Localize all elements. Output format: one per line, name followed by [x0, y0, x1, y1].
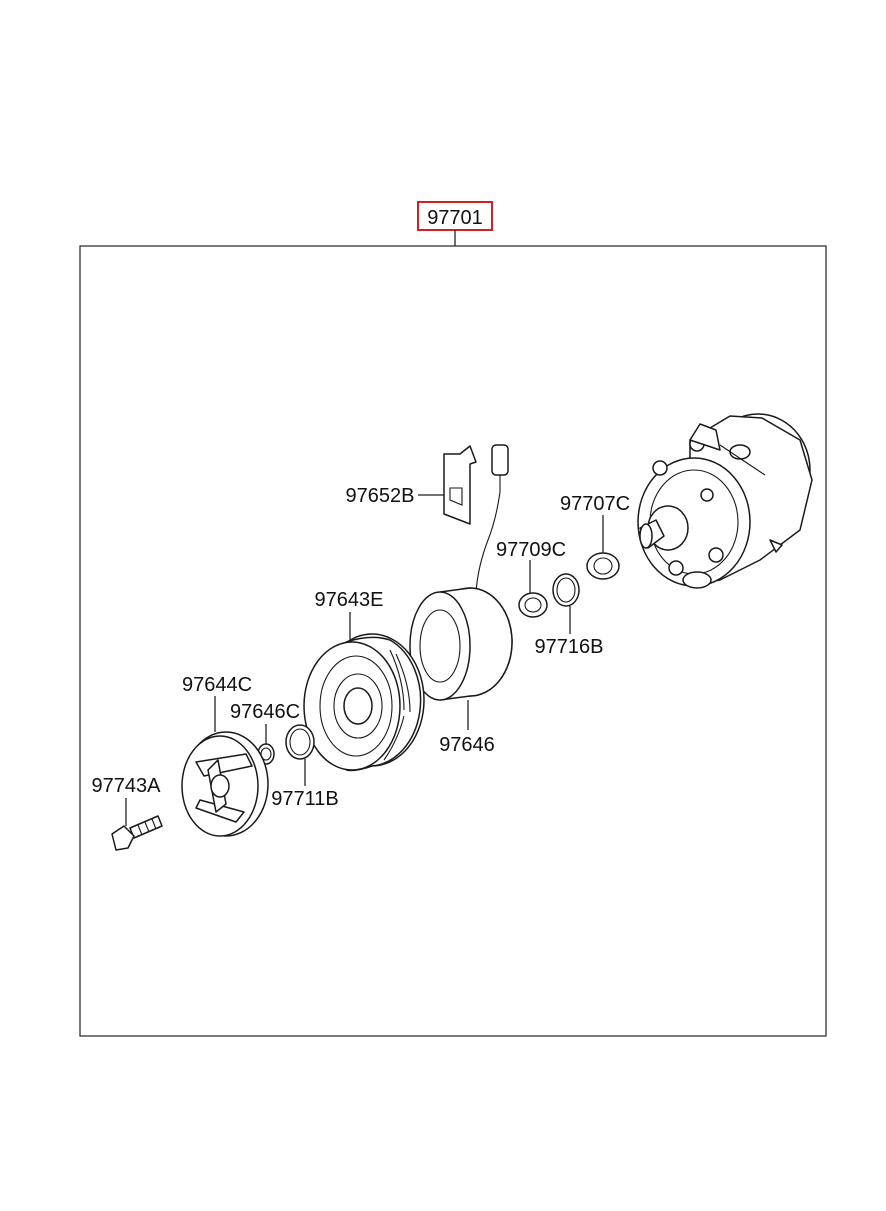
sensor-bracket[interactable]	[443, 445, 477, 525]
assembly-label[interactable]: 97701	[417, 201, 493, 231]
callout-97711b[interactable]: 97711B	[271, 788, 338, 810]
callout-97652b[interactable]: 97652B	[346, 485, 415, 507]
callout-97646[interactable]: 97646	[439, 734, 495, 756]
callout-97709c[interactable]: 97709C	[496, 539, 566, 561]
callout-97716b[interactable]: 97716B	[535, 636, 604, 658]
callout-97743a[interactable]: 97743A	[92, 775, 162, 797]
clutch-coil[interactable]	[409, 587, 513, 701]
bolt[interactable]	[111, 815, 163, 851]
callout-97644c[interactable]: 97644C	[182, 674, 252, 696]
shim-ring-97709c[interactable]	[518, 592, 548, 618]
assembly-part-number: 97701	[427, 207, 483, 229]
pulley[interactable]	[303, 633, 425, 772]
callout-97643e[interactable]: 97643E	[315, 589, 384, 611]
snap-ring-97716b[interactable]	[552, 573, 580, 607]
clutch-hub[interactable]	[181, 731, 269, 837]
bearing-ring-97707c[interactable]	[586, 552, 620, 580]
callout-97707c[interactable]: 97707C	[560, 493, 630, 515]
snap-ring-97711b[interactable]	[285, 724, 315, 760]
compressor-body[interactable]	[637, 413, 813, 589]
callout-97646c[interactable]: 97646C	[230, 701, 300, 723]
clutch-coil-wire[interactable]	[475, 444, 509, 593]
assembly-frame	[79, 245, 827, 1037]
